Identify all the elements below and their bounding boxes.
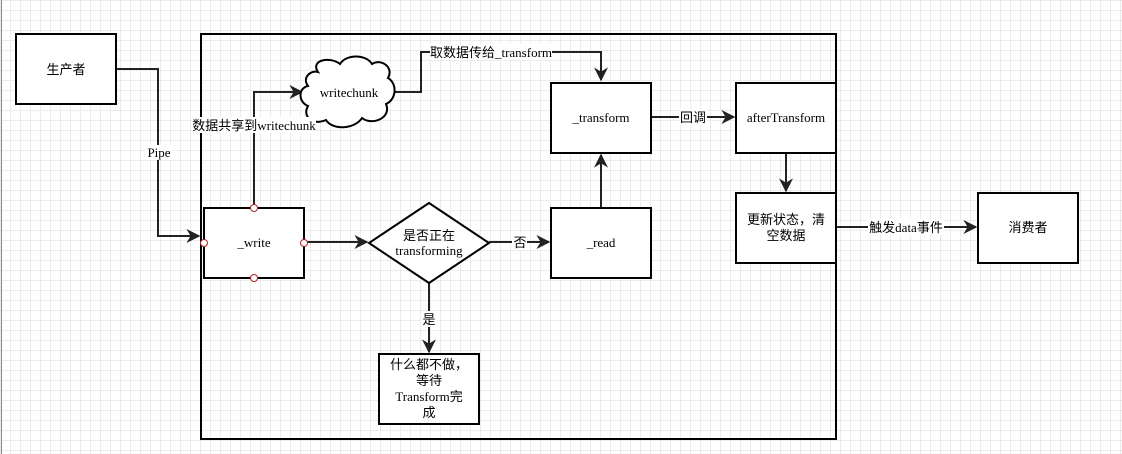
edge-writechunk-to-transform[interactable] [392, 51, 608, 93]
node-consumer-label: 消费者 [1008, 220, 1047, 235]
node-update-state[interactable]: 更新状态，清 空数据 [735, 192, 837, 264]
edge-label-no[interactable]: 否 [513, 235, 526, 250]
edge-label-pipe[interactable]: Pipe [147, 145, 170, 160]
edge-write-to-writechunk[interactable] [253, 85, 304, 207]
node-write[interactable]: _write [203, 207, 305, 279]
node-producer[interactable]: 生产者 [15, 33, 117, 105]
edge-label-callback-bg [679, 109, 707, 125]
edge-label-callback[interactable]: 回调 [680, 110, 706, 125]
node-decision-label-line2: transforming [395, 243, 463, 258]
node-wait-label-line4: 成 [422, 405, 435, 420]
node-decision[interactable]: 是否正在 transforming [367, 201, 491, 285]
node-writechunk[interactable]: writechunk [299, 55, 396, 129]
node-wait[interactable]: 什么都不做， 等待 Transform完 成 [378, 353, 480, 425]
edge-label-yes[interactable]: 是 [422, 312, 435, 327]
edge-label-emit[interactable]: 触发data事件 [869, 220, 943, 235]
node-writechunk-label: writechunk [320, 85, 379, 100]
edge-label-no-bg [512, 234, 527, 250]
node-wait-label-line1: 什么都不做， [390, 357, 468, 372]
connection-handle-top[interactable] [250, 204, 258, 212]
edge-label-fetch-bg [430, 44, 552, 60]
node-update-state-label-line2: 空数据 [766, 228, 805, 243]
node-write-label: _write [236, 235, 270, 250]
node-producer-label: 生产者 [46, 62, 85, 77]
connection-handle-right[interactable] [300, 239, 308, 247]
node-update-state-label-line1: 更新状态，清 [747, 212, 825, 227]
node-transform-label: _transform [571, 110, 629, 125]
node-consumer[interactable]: 消费者 [977, 192, 1079, 264]
edge-label-pipe-bg [145, 145, 173, 160]
edge-label-share[interactable]: 数据共享到writechunk [192, 118, 316, 133]
edge-label-yes-bg [421, 311, 437, 327]
connection-handle-left[interactable] [200, 239, 208, 247]
node-wait-label-line3: Transform完 [395, 389, 462, 404]
edge-label-fetch[interactable]: 取数据传给_transform [430, 45, 552, 60]
node-wait-label-line2: 等待 [416, 373, 442, 388]
node-aftertransform[interactable]: afterTransform [735, 82, 837, 154]
node-decision-label-line1: 是否正在 [403, 228, 455, 243]
node-transform[interactable]: _transform [550, 82, 652, 154]
edge-label-emit-bg [868, 219, 944, 235]
node-read-label: _read [586, 235, 616, 250]
node-read[interactable]: _read [550, 207, 652, 279]
connection-handle-bottom[interactable] [250, 274, 258, 282]
edge-label-share-bg [192, 117, 316, 133]
node-aftertransform-label: afterTransform [747, 110, 825, 125]
